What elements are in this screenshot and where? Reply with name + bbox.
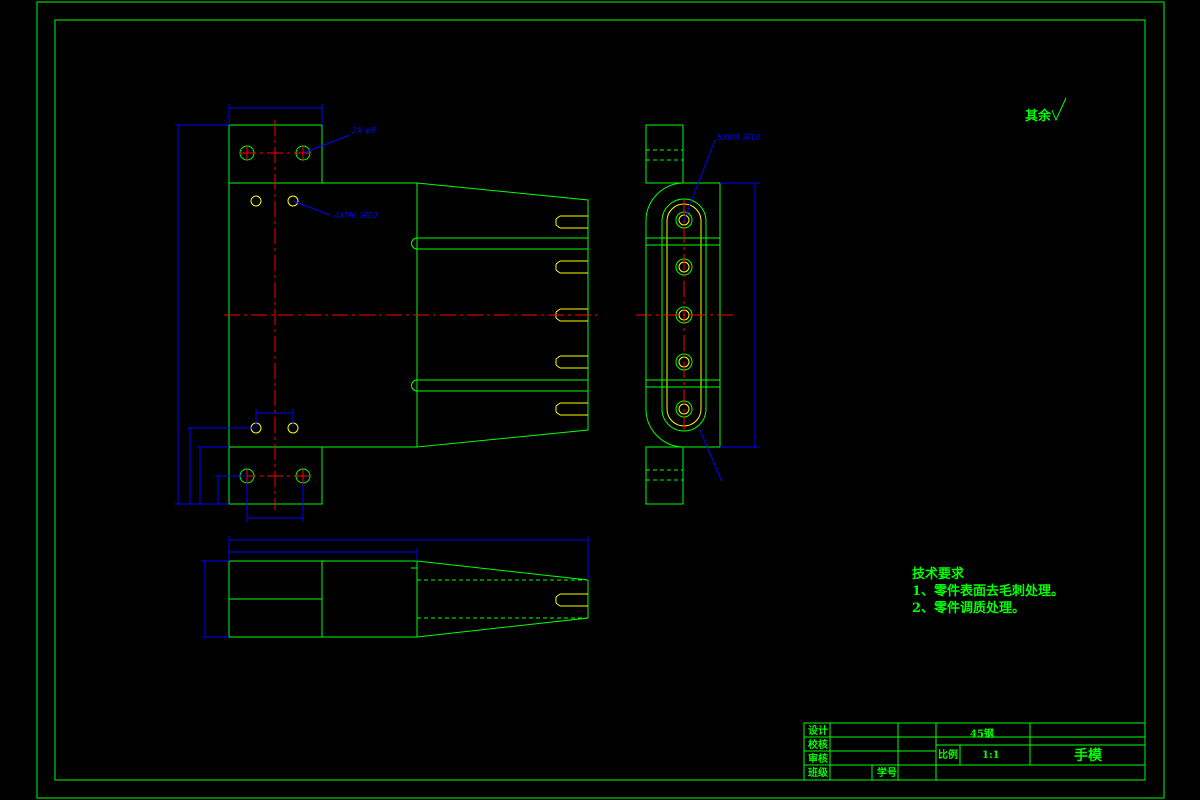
tb-material: 45钢 [970, 727, 994, 740]
tb-review-label: 审核 [808, 752, 828, 765]
tb-design-label: 设计 [808, 724, 828, 737]
front-taper [416, 182, 589, 448]
outer-border [36, 1, 1165, 799]
tb-check-label: 校核 [808, 738, 828, 751]
side-top-tab [645, 124, 684, 184]
front-thread-holes [555, 215, 588, 416]
notes-heading: 技术要求 [912, 566, 965, 582]
title-block: 设计 校核 审核 班级 学号 45钢 比例 1:1 手模 [803, 722, 1146, 781]
front-groove-top [411, 237, 588, 250]
front-groove-bottom [411, 379, 588, 392]
roughness-label: 其余 [1025, 108, 1052, 124]
side-body [645, 182, 721, 448]
tb-scale-label: 比例 [938, 748, 958, 761]
technical-notes: 技术要求 1、零件表面去毛刺处理。 2、零件调质处理。 [912, 566, 1064, 616]
side-slot-inner [666, 203, 702, 427]
notes-line2: 2、零件调质处理。 [912, 600, 1025, 616]
side-view: 5XM8 深10 [636, 124, 760, 505]
inner-border [54, 19, 1146, 781]
side-slot-outer [661, 198, 707, 432]
notes-line1: 1、零件表面去毛刺处理。 [912, 583, 1064, 599]
front-dimensions [175, 104, 351, 522]
tb-scale-value: 1:1 [982, 750, 1000, 761]
top-view [201, 536, 589, 638]
side-bottom-tab [645, 446, 684, 505]
dim-hole-mid: 4XM6 深10 [334, 211, 377, 220]
dim-slot: 5XM8 深10 [717, 133, 760, 142]
front-view: 2X φ8 4XM6 深10 [175, 104, 600, 522]
roughness-symbol: 其余 [1025, 97, 1067, 124]
tb-class-label: 班级 [808, 766, 829, 779]
tb-student-label: 学号 [877, 766, 897, 779]
tb-part-name: 手模 [1074, 747, 1103, 764]
dim-hole-top: 2X φ8 [352, 126, 375, 135]
